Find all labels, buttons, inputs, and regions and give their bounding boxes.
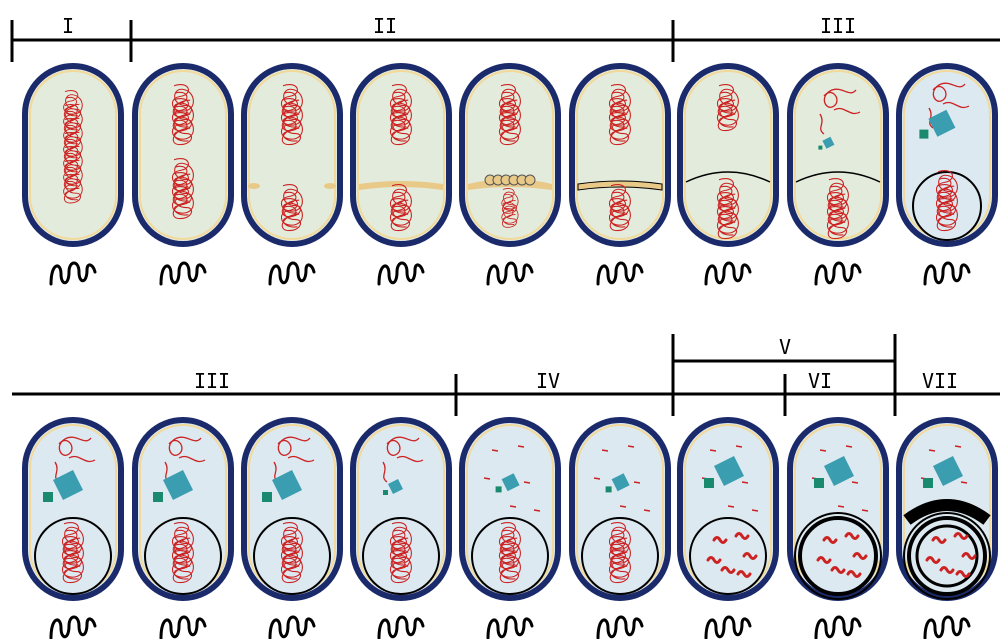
flagellum-icon — [161, 263, 205, 284]
cell-top-7 — [680, 66, 776, 284]
protein-crystal-icon — [43, 492, 53, 502]
septum — [324, 183, 336, 189]
stage-label-III-bottom: III — [194, 369, 230, 393]
cell-bottom-8 — [790, 420, 886, 638]
flagellum-icon — [706, 617, 750, 638]
flagellum-icon — [706, 263, 750, 284]
stage-label-VI: VI — [808, 369, 832, 393]
flagellum-icon — [51, 617, 95, 638]
cell-bottom-4 — [353, 420, 449, 638]
flagellum-icon — [379, 617, 423, 638]
flagellum-icon — [51, 263, 95, 284]
protein-crystal-icon — [818, 146, 822, 150]
cell-bottom-7 — [680, 420, 776, 638]
cell-top-9 — [899, 66, 995, 284]
cell-bottom-2 — [135, 420, 231, 638]
protein-crystal-icon — [606, 486, 612, 492]
flagellum-icon — [379, 263, 423, 284]
bacterial-cell-icon — [25, 66, 121, 244]
cell-top-2 — [135, 66, 231, 284]
protein-crystal-icon — [923, 478, 933, 488]
stage-label-II-top: II — [373, 14, 397, 38]
cell-top-6 — [572, 66, 668, 284]
protein-crystal-icon — [383, 490, 388, 495]
cell-top-8 — [790, 66, 886, 284]
stage-label-I-top: I — [62, 14, 74, 38]
protein-crystal-icon — [262, 492, 272, 502]
stage-label-V: V — [779, 335, 791, 359]
cell-top-5 — [462, 66, 558, 284]
flagellum-icon — [270, 263, 314, 284]
protein-crystal-icon — [919, 130, 928, 139]
protein-crystal-icon — [814, 478, 824, 488]
top-timeline: I II III — [12, 14, 1000, 62]
flagellum-icon — [598, 617, 642, 638]
flagellum-icon — [488, 617, 532, 638]
flagellum-icon — [816, 617, 860, 638]
cell-bottom-1 — [25, 420, 121, 638]
septum — [248, 183, 260, 189]
stage-label-III-top: III — [820, 14, 856, 38]
stage-label-VII: VII — [922, 369, 958, 393]
bottom-timeline: III IV V VI VII — [12, 334, 1000, 416]
cell-bottom-9 — [899, 420, 995, 638]
flagellum-icon — [270, 617, 314, 638]
protein-crystal-icon — [153, 492, 163, 502]
flagellum-icon — [488, 263, 532, 284]
cell-top-4 — [353, 66, 449, 284]
cell-top-1 — [25, 66, 121, 284]
stage-label-IV: IV — [536, 369, 560, 393]
cell-bottom-3 — [244, 420, 340, 638]
cell-top-3 — [244, 66, 340, 284]
flagellum-icon — [925, 617, 969, 638]
protein-crystal-icon — [496, 486, 502, 492]
flagellum-icon — [925, 263, 969, 284]
flagellum-icon — [598, 263, 642, 284]
cell-bottom-6 — [572, 420, 668, 638]
flagellum-icon — [161, 617, 205, 638]
septum-vesicle — [525, 175, 535, 185]
cell-bottom-5 — [462, 420, 558, 638]
flagellum-icon — [816, 263, 860, 284]
protein-crystal-icon — [704, 478, 714, 488]
